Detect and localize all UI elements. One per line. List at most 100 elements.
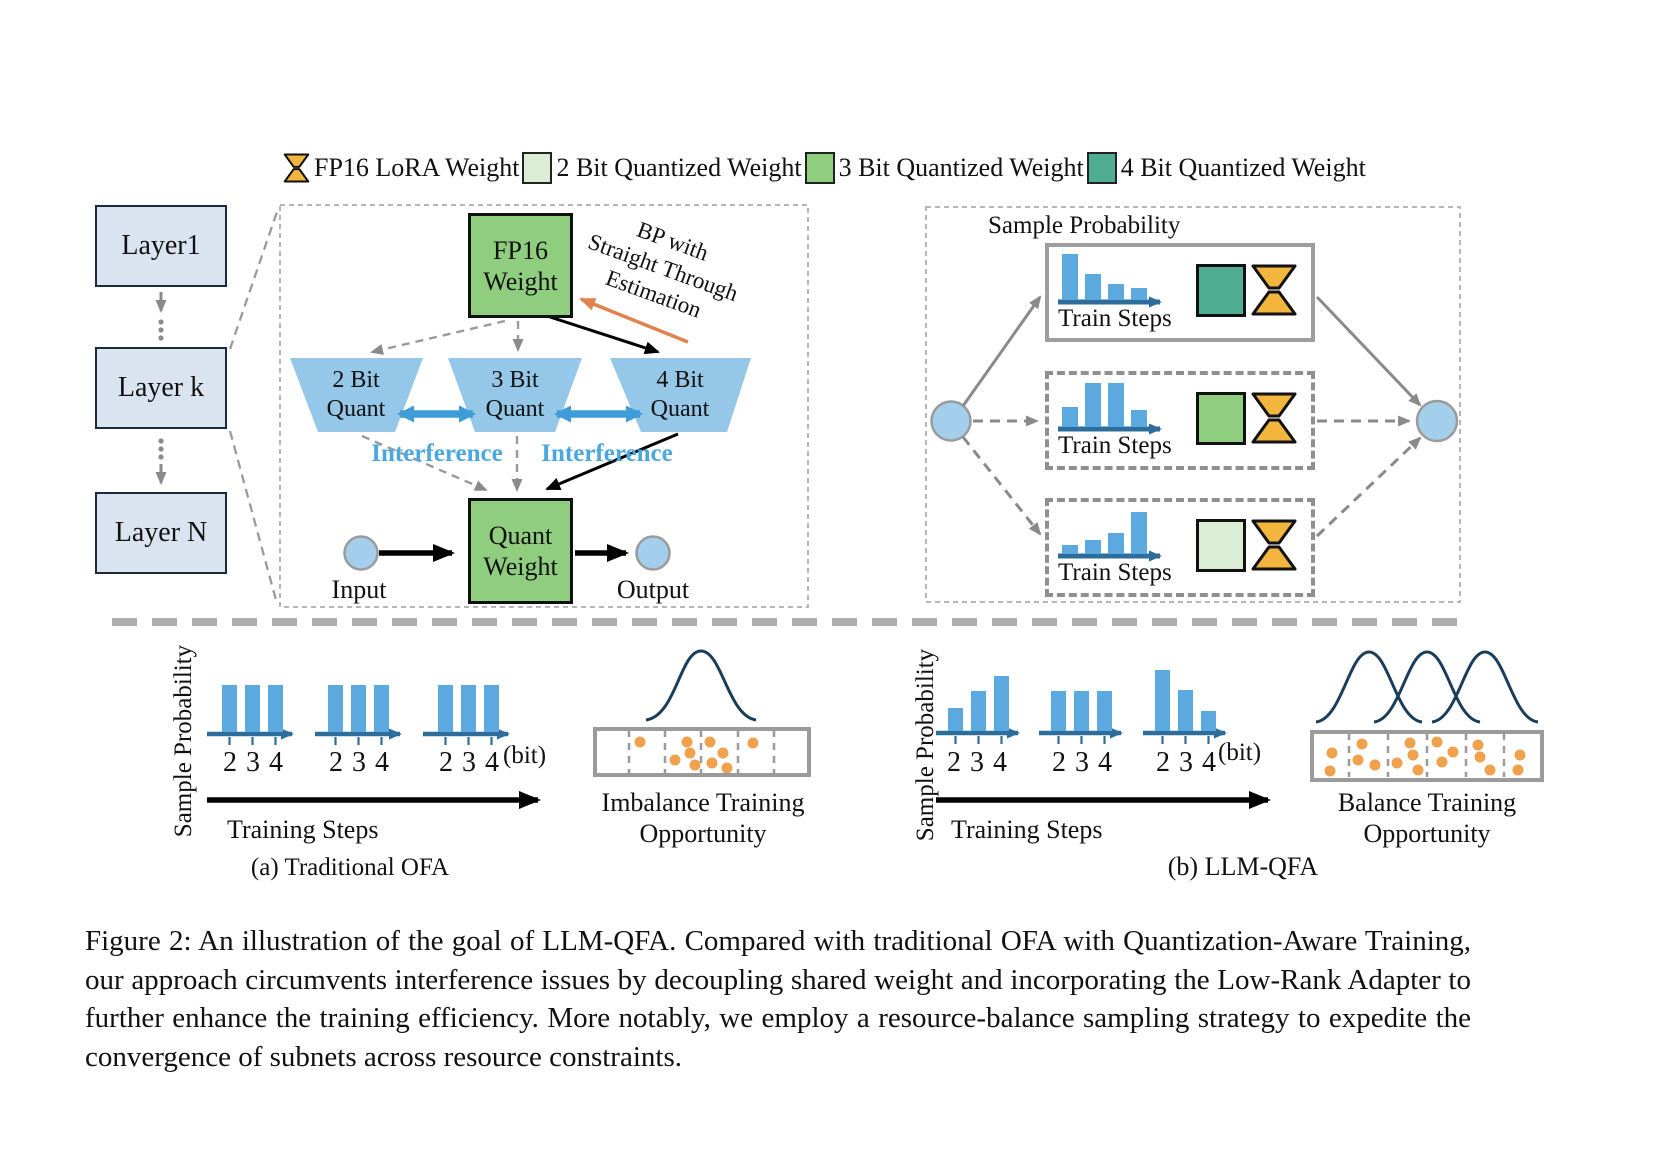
probability-bar [484,685,499,732]
bit-prob-chart [328,662,390,732]
probability-bar [1097,691,1112,731]
fp16-weight-box: FP16 Weight [468,213,573,318]
adapter-weight-4bit [1196,264,1246,317]
bit-tick-labels: 2 3 4 [329,747,389,778]
bit-prob-chart [948,661,1010,731]
branch-prob-chart [1062,484,1162,554]
probability-bar [1108,383,1124,427]
branch-prob-chart [1062,230,1162,300]
quant-to-weight-arrows [361,432,679,492]
bit-tick-labels: 2 3 4 [1052,747,1112,778]
probability-bar [1074,691,1089,731]
sampling-output-node [1415,399,1459,443]
straight-through-bp-arrow [579,297,689,344]
probability-bar [1155,670,1170,731]
section-a-y-label: Sample Probability [170,644,197,838]
layer1-box: Layer1 [95,205,227,287]
probability-bar [351,685,366,732]
probability-bar [1062,545,1078,554]
bit-prob-chart [438,662,500,732]
legend-label: 4 Bit Quantized Weight [1120,153,1366,182]
bit-prob-chart [1051,661,1113,731]
legend-label: 2 Bit Quantized Weight [556,153,802,182]
balance-distribution-curves [1315,650,1539,724]
layer-n-box: Layer N [95,492,227,574]
section-b-caption: (b) LLM-QFA [1167,852,1319,881]
probability-bar [994,676,1009,731]
probability-bar [1062,407,1078,427]
probability-bar [245,685,260,732]
adapter-weight-2bit [1196,519,1246,572]
train-steps-label: Train Steps [1058,305,1172,332]
probability-bar [1131,288,1147,300]
bit-unit-label: (bit) [503,742,547,769]
color-swatch-2bit [522,152,553,184]
bit-tick-labels: 2 3 4 [223,747,283,778]
interference-label-right: Interference [541,440,673,467]
section-a-ticks [228,737,493,745]
legend-item-2bit: 2 Bit Quantized Weight [522,152,802,184]
probability-bar [438,685,453,732]
probability-bar [1131,512,1147,554]
legend: FP16 LoRA Weight 2 Bit Quantized Weight … [283,148,1366,188]
bit-tick-labels: 2 3 4 [439,747,499,778]
sampling-input-node [930,400,972,442]
probability-bar [1131,410,1147,427]
trapezoid-3bit-quant [448,358,582,432]
color-swatch-4bit [1086,152,1117,184]
probability-bar [1108,533,1124,554]
adapter-weight-3bit [1196,392,1246,445]
output-node [635,535,671,571]
quantizer-2bit-label: 2 Bit Quant [326,367,386,422]
branch-box-3bit [1045,371,1315,470]
layer-stack-dots [158,319,164,460]
imbalance-sample-dots [634,736,759,774]
input-node [343,535,379,571]
probability-bar [1085,540,1101,554]
probability-bar [1051,691,1066,731]
imbalance-distribution-curve [645,649,757,722]
branch-box-2bit [1045,498,1315,597]
section-a-caption: (a) Traditional OFA [250,854,450,881]
legend-label: FP16 LoRA Weight [314,153,520,182]
probability-bar [1085,274,1101,300]
balance-result-label: Balance Training Opportunity [1337,788,1517,848]
bit-unit-label: (bit) [1218,739,1262,766]
balance-opportunity-box [1310,730,1544,782]
output-label: Output [616,575,690,604]
quantizer-4bit-label: 4 Bit Quant [650,367,710,422]
color-swatch-3bit [804,152,835,184]
layer-expansion-lines [228,208,280,601]
layer-k-box: Layer k [95,347,227,429]
imbalance-opportunity-box [593,727,811,777]
probability-bar [1062,254,1078,300]
shared-weight-panel-border [279,204,809,608]
legend-item-3bit: 3 Bit Quantized Weight [804,152,1084,184]
legend-item-lora: FP16 LoRA Weight [283,150,519,186]
bit-tick-labels: 2 3 4 [947,747,1007,778]
probability-bar [461,685,476,732]
input-label: Input [331,575,387,604]
probability-bar [222,685,237,732]
probability-bar [328,685,343,732]
bit-tick-labels: 2 3 4 [1156,747,1216,778]
section-b-ticks [954,736,1210,744]
quant-weight-box: Quant Weight [468,498,573,604]
probability-bar [268,685,283,732]
probability-bar [971,691,986,731]
sampling-panel-border [925,206,1461,603]
trapezoid-4bit-quant [610,358,751,432]
branch-axes [1058,296,1162,562]
balance-sample-dots [1324,736,1526,777]
probability-bar [948,708,963,731]
legend-item-4bit: 4 Bit Quantized Weight [1086,152,1366,184]
bit-prob-chart [1155,661,1217,731]
train-steps-label: Train Steps [1058,559,1172,586]
probability-bar [374,685,389,732]
probability-bar [1178,690,1193,731]
section-a-x-label: Training Steps [227,815,379,844]
branch-box-4bit [1045,243,1315,342]
quantizer-3bit-label: 3 Bit Quant [485,367,545,422]
